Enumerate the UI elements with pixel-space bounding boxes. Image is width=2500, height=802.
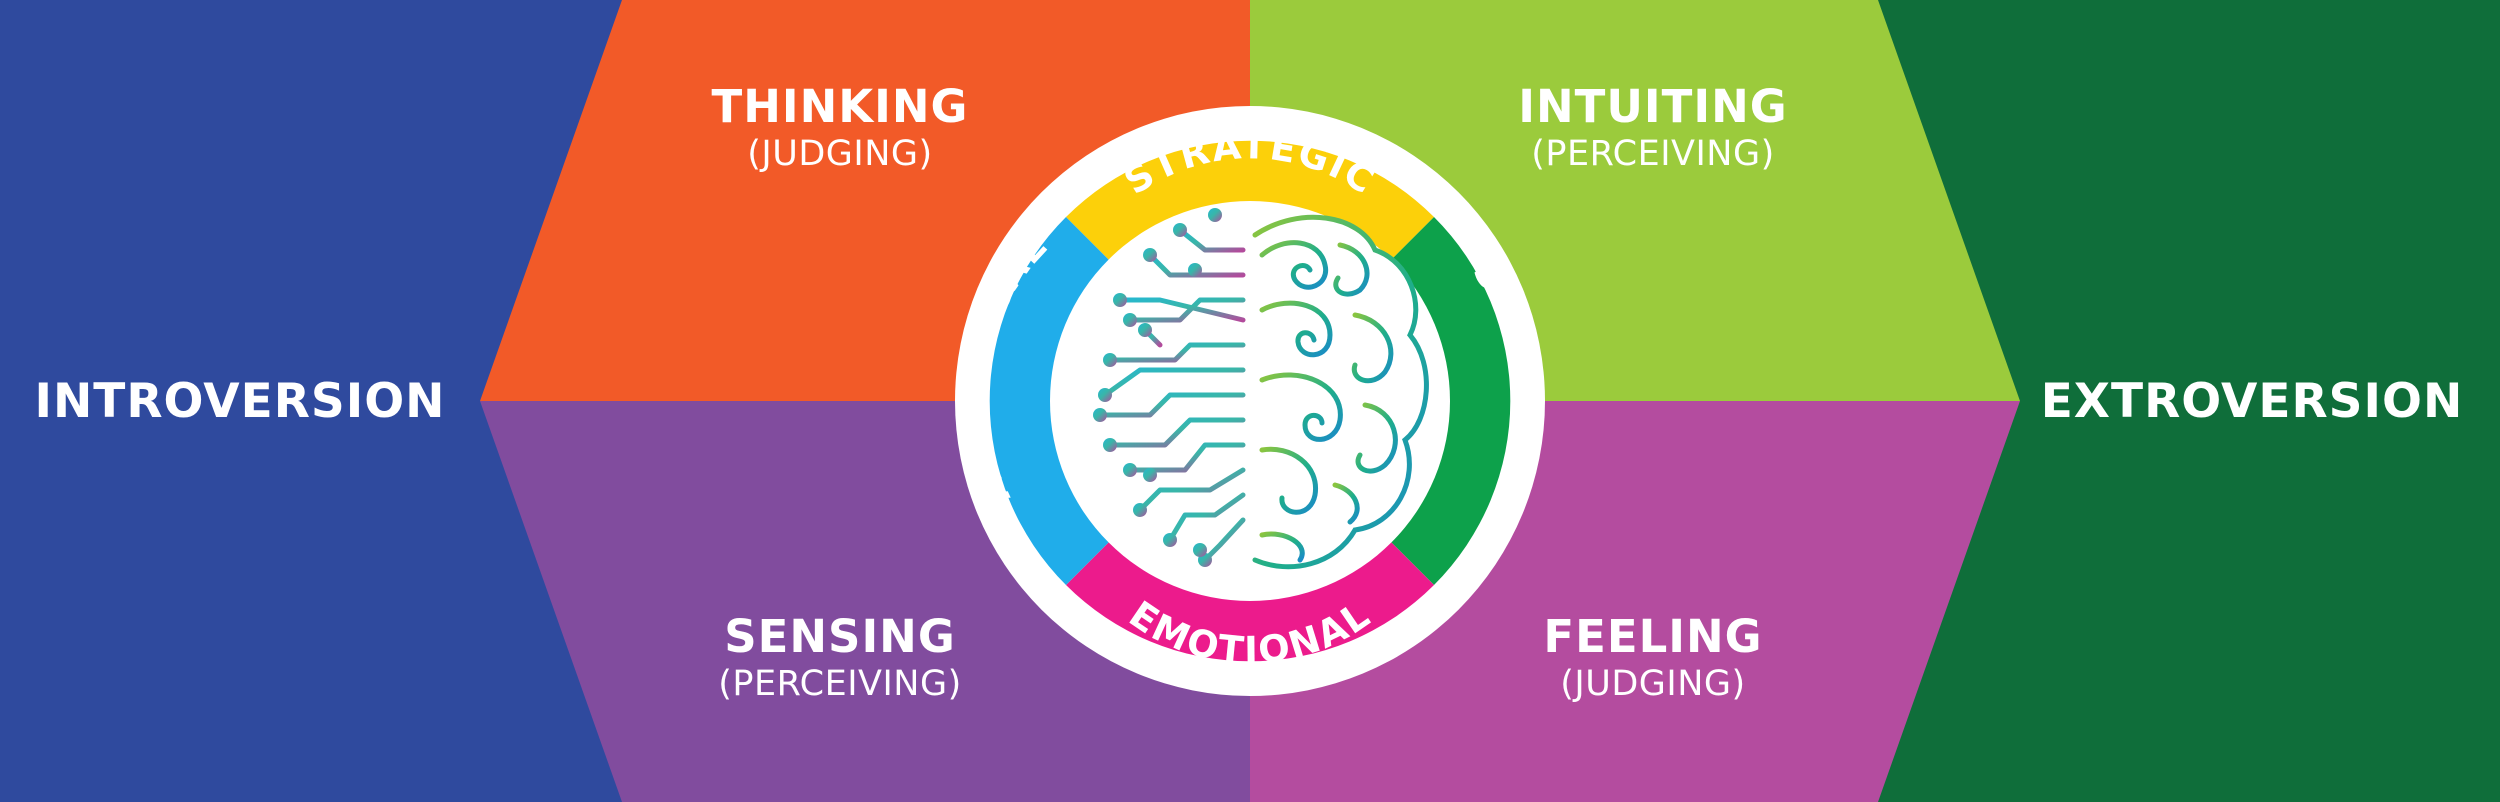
systems-segment: [1391, 217, 1511, 585]
circuit-nodes: [1093, 208, 1222, 567]
analytical-segment: [989, 217, 1109, 585]
emotional-segment: [1066, 542, 1434, 662]
introversion-label: INTROVERSION: [34, 374, 445, 429]
feeling-title: FEELING: [1543, 610, 1762, 663]
strategic-segment: [1066, 140, 1434, 260]
intuiting-title: INTUITING: [1518, 80, 1787, 133]
intuiting-subtitle: (PERCEIVING): [1531, 134, 1775, 174]
center-emblem: STRATEGIC EMOTIONAL ANALYTICAL SYSTEMS: [952, 106, 1547, 696]
thinking-subtitle: (JUDGING): [747, 134, 932, 174]
emblem-inner-circle: [1050, 201, 1450, 601]
brain-circuit-icon: [1093, 208, 1429, 575]
thinking-title: THINKING: [712, 80, 969, 133]
sensing-title: SENSING: [724, 610, 956, 663]
feeling-subtitle: (JUDGING): [1560, 664, 1745, 704]
circuit-half: [1097, 212, 1246, 563]
extroversion-label: EXTROVERSION: [2041, 374, 2464, 429]
sensing-subtitle: (PERCEIVING): [718, 664, 962, 704]
swirl-half: [1252, 214, 1429, 570]
